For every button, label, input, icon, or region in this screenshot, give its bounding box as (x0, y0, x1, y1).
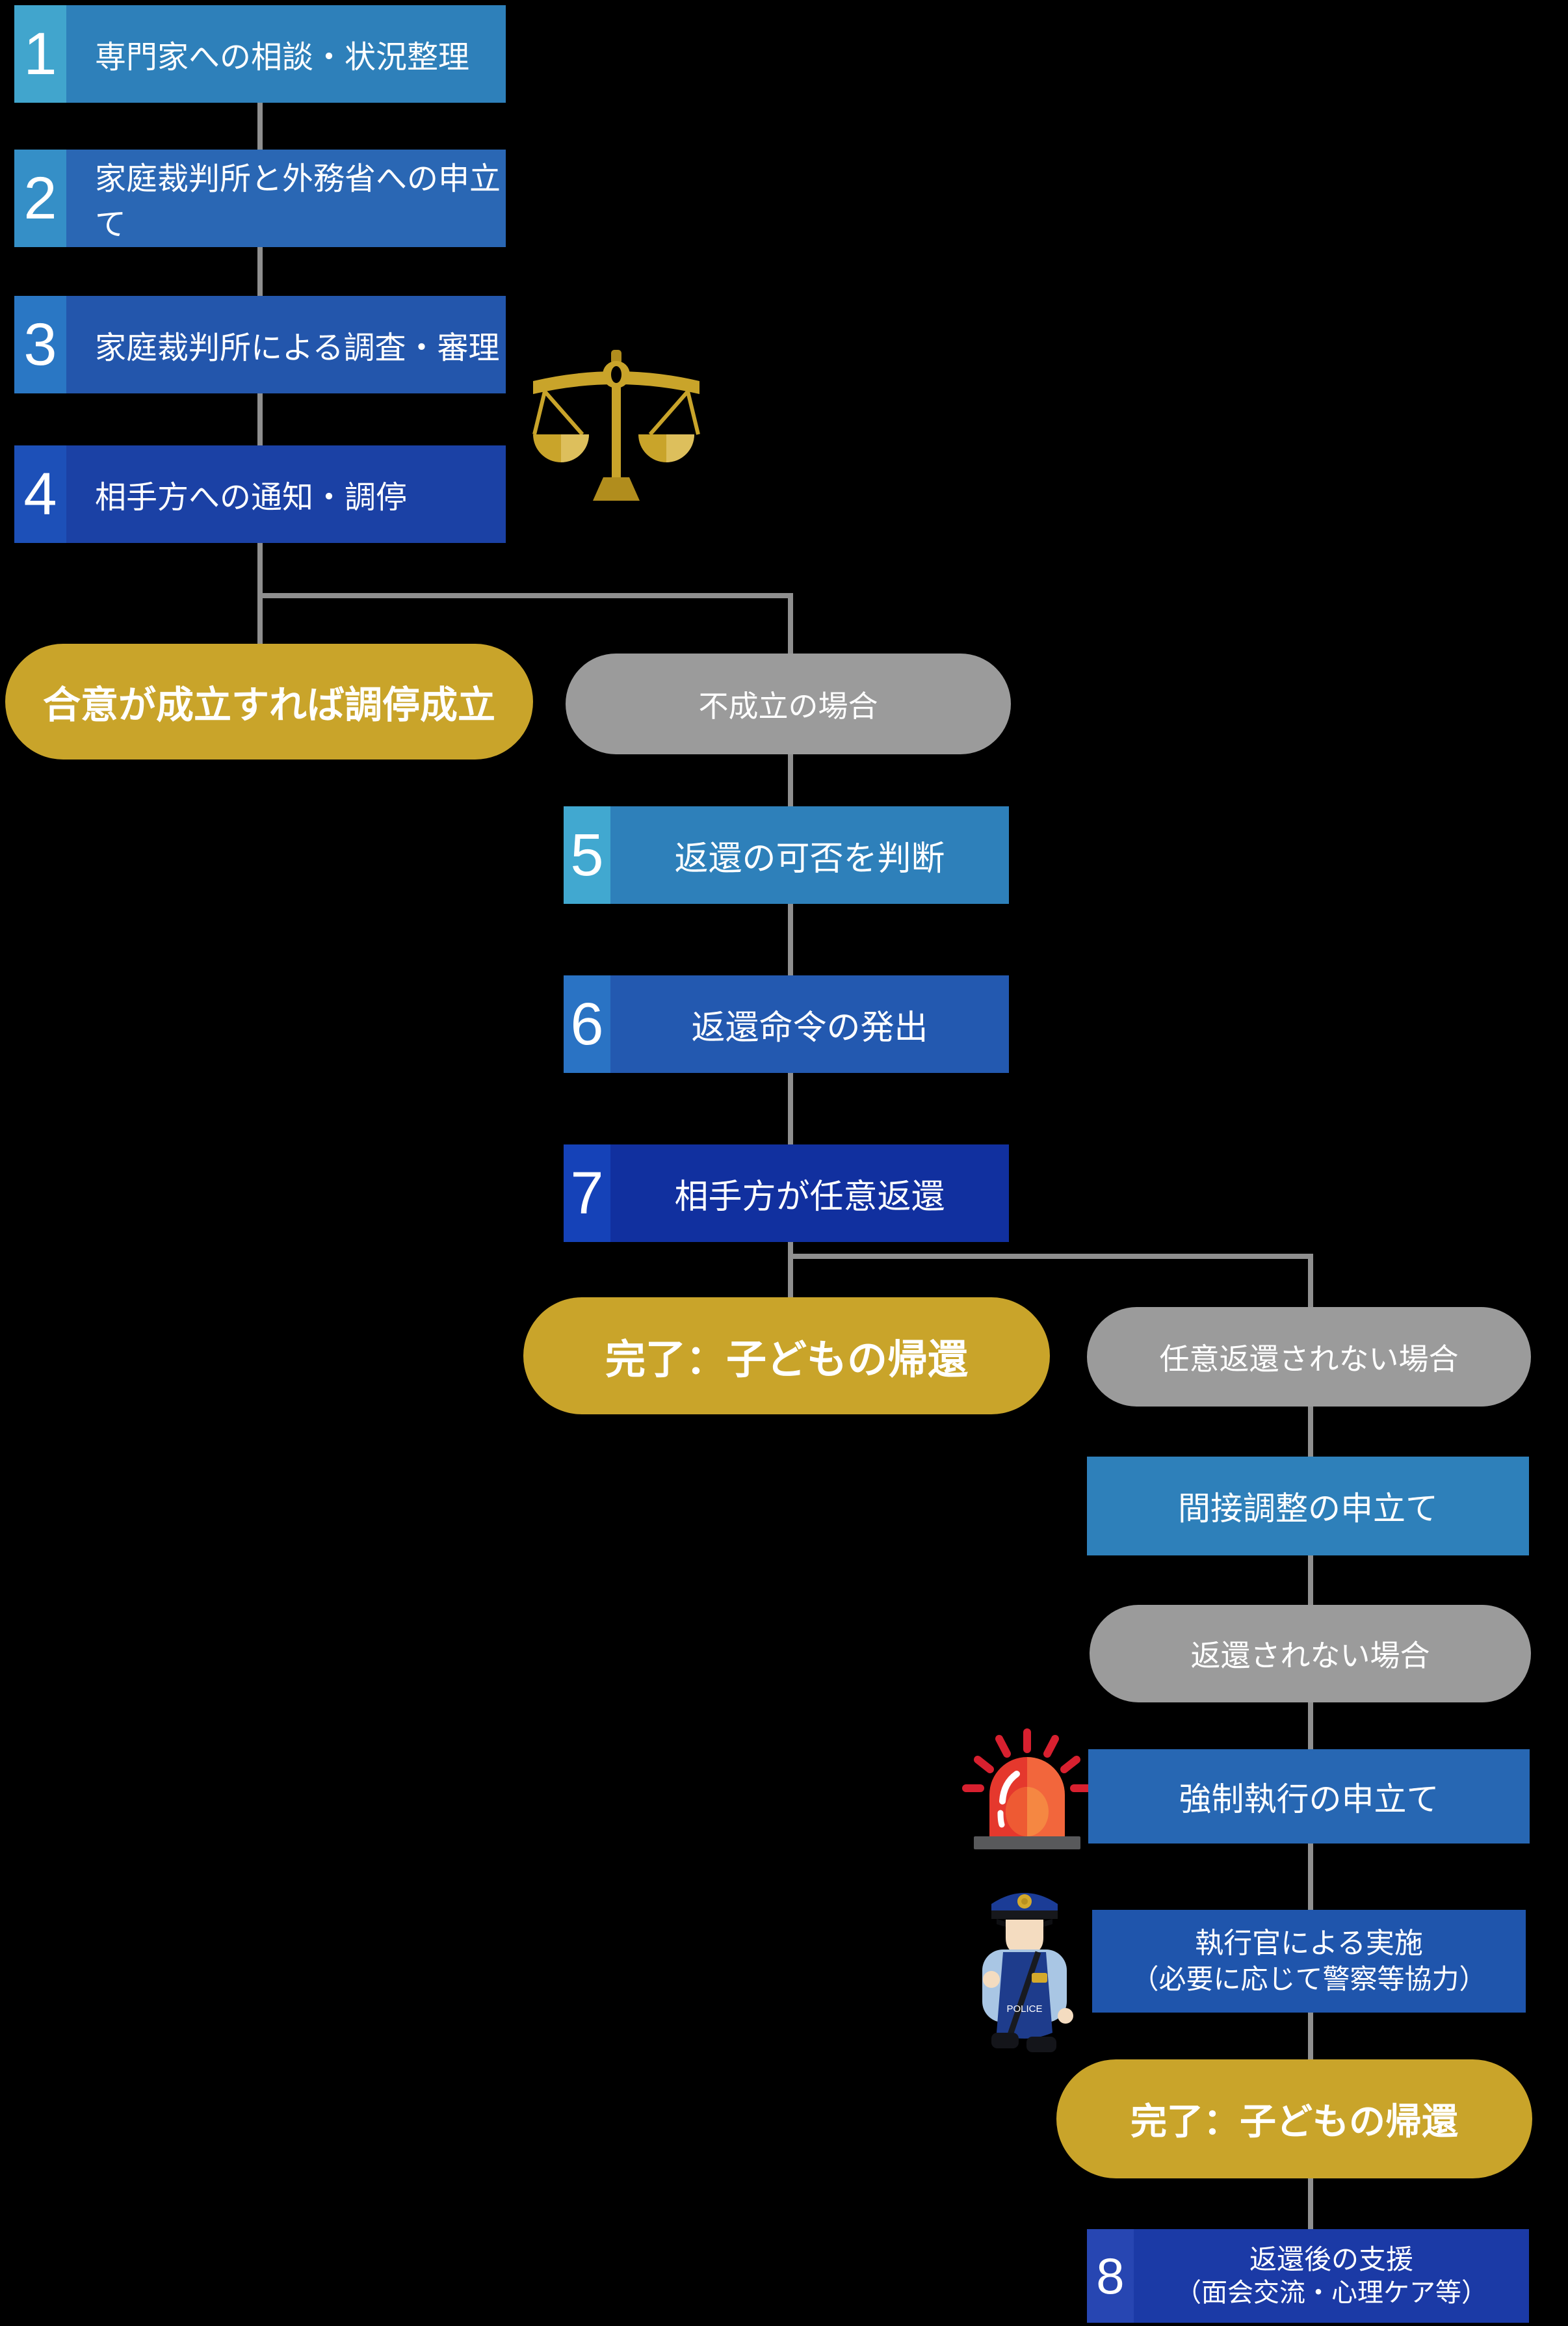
step-label-4: 相手方への通知・調停 (95, 481, 408, 515)
pill-not-voluntary: 任意返還されない場合 (1087, 1307, 1531, 1407)
step-box-2: 2 家庭裁判所と外務省への申立て (14, 150, 506, 247)
pill-mediation-success: 合意が成立すれば調停成立 (5, 644, 533, 760)
fork1-to-fail-pill (788, 593, 793, 655)
fork2-to-notvoluntary-pill (1308, 1254, 1313, 1308)
step-label-3: 家庭裁判所による調査・審理 (95, 331, 500, 365)
connector-step2-step3 (257, 247, 263, 296)
connector-step1-step2 (257, 103, 263, 150)
connector-fail-step5 (788, 754, 793, 808)
fork2-horizontal (788, 1254, 1313, 1259)
step-number-8: 8 (1087, 2229, 1134, 2323)
step-number-1: 1 (14, 5, 66, 103)
step-box-3: 3 家庭裁判所による調査・審理 (14, 296, 506, 393)
pill-complete-voluntary: 完了：子どもの帰還 (523, 1297, 1050, 1414)
step-box-1: 1 専門家への相談・状況整理 (14, 5, 506, 103)
officer-line1: 執行官による実施 (1195, 1927, 1423, 1959)
connector-notvoluntary-indirect (1308, 1407, 1313, 1458)
step-label-2: 家庭裁判所と外務省への申立て (95, 162, 501, 242)
step-label-1: 専門家への相談・状況整理 (95, 40, 470, 75)
officer-line2: （必要に応じて警察等協力） (1131, 1964, 1487, 1995)
step-label-6: 返還命令の発出 (691, 1009, 928, 1047)
pill-mediation-fail: 不成立の場合 (566, 654, 1011, 754)
step8-line1: 返還後の支援 (1249, 2243, 1413, 2275)
fork1-horizontal (257, 593, 793, 598)
step-number-3: 3 (14, 296, 66, 393)
fork1-to-success-pill (257, 593, 263, 644)
connector-step5-step6 (788, 904, 793, 977)
step-box-5: 5 返還の可否を判断 (564, 806, 1009, 904)
connector-complete-step8 (1308, 2178, 1313, 2230)
connector-step4-fork (257, 543, 263, 595)
police-vest-label: POLICE (1006, 2003, 1042, 2015)
step8-line2: （面会交流・心理ケア等） (1175, 2279, 1487, 2308)
pill-not-returned: 返還されない場合 (1090, 1605, 1531, 1702)
connector-enforcement-officer (1308, 1844, 1313, 1911)
box-indirect-adjustment: 間接調整の申立て (1087, 1457, 1529, 1555)
step-number-7: 7 (564, 1144, 610, 1242)
step-box-4: 4 相手方への通知・調停 (14, 445, 506, 543)
scales-of-justice-icon (532, 350, 700, 501)
step-label-5: 返還の可否を判断 (674, 839, 945, 878)
box-enforcement-petition: 強制執行の申立て (1088, 1749, 1530, 1844)
step-box-7: 7 相手方が任意返還 (564, 1144, 1009, 1242)
siren-icon (962, 1728, 1092, 1849)
box-officer-implementation: 執行官による実施 （必要に応じて警察等協力） (1092, 1910, 1526, 2013)
connector-indirect-notreturned (1308, 1555, 1313, 1606)
connector-step6-step7 (788, 1073, 793, 1146)
step-box-8: 8 返還後の支援 （面会交流・心理ケア等） (1087, 2229, 1529, 2323)
fork2-to-complete-pill (788, 1254, 793, 1299)
police-officer-icon: POLICE (982, 1893, 1073, 2052)
connector-step3-step4 (257, 393, 263, 445)
connector-notreturned-enforcement (1308, 1702, 1313, 1751)
step-number-2: 2 (14, 150, 66, 247)
step-box-6: 6 返還命令の発出 (564, 975, 1009, 1073)
pill-complete-enforced: 完了：子どもの帰還 (1056, 2059, 1532, 2178)
step-number-4: 4 (14, 445, 66, 543)
step-number-5: 5 (564, 806, 610, 904)
step-label-8: 返還後の支援 （面会交流・心理ケア等） (1134, 2229, 1529, 2323)
step-label-7: 相手方が任意返還 (674, 1178, 945, 1216)
connector-officer-complete (1308, 2013, 1313, 2061)
connector-step7-fork (788, 1242, 793, 1256)
step-number-6: 6 (564, 975, 610, 1073)
